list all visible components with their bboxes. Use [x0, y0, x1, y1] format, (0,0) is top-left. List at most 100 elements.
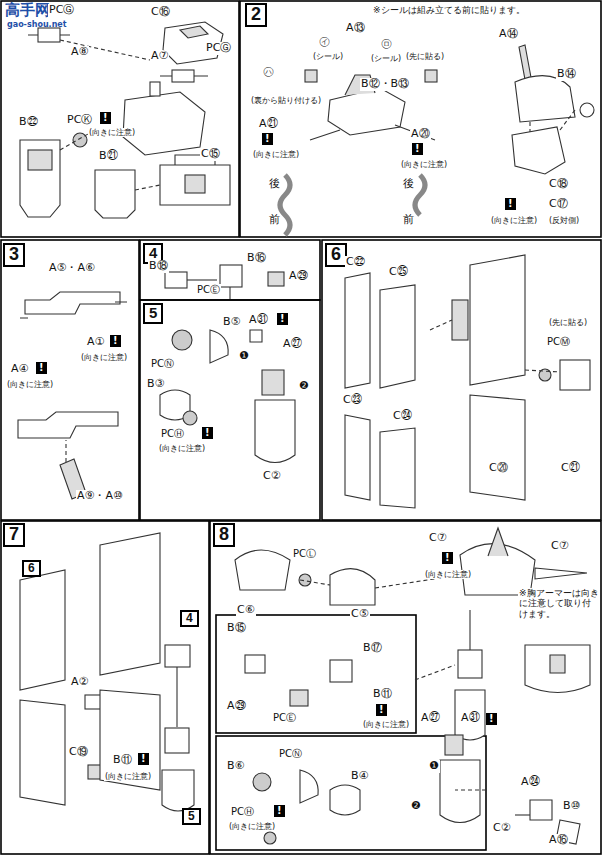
caution-mark: ! [277, 313, 288, 325]
part-label: PCⒺ [196, 284, 221, 296]
part-label: C⑦ [550, 540, 570, 553]
step-number: 6 [325, 243, 347, 267]
caution-mark: ! [412, 143, 423, 155]
part-label: B⑥ [226, 760, 245, 773]
part-label: C⑲ [68, 746, 89, 759]
part-label: B⑫・B⑬ [360, 78, 410, 91]
caution-text: (向きに注意) [158, 444, 206, 453]
caution-text: (シール) [312, 52, 344, 61]
part-label: C㉔ [392, 410, 413, 423]
caution-text: (先に貼る) [548, 318, 588, 327]
caution-text: (裏から貼り付ける) [250, 96, 322, 105]
part-label: A㉛ [460, 712, 481, 725]
part-label: A④ [10, 363, 29, 376]
caution-text: (向きに注意) [252, 150, 300, 159]
caution-text: (向きに注意) [228, 822, 276, 831]
step-number: 4 [180, 610, 199, 627]
part-label: A② [70, 676, 89, 689]
part-label: B⑤ [222, 316, 241, 329]
step-number: 6 [22, 560, 41, 577]
watermark: 高手网 [4, 2, 51, 19]
part-label: B㉒ [18, 116, 39, 129]
caution-text: (向きに注意) [362, 720, 410, 729]
part-label: A㉗ [420, 712, 441, 725]
part-label: A㉔ [520, 776, 541, 789]
part-label: A⑭ [498, 28, 519, 41]
caution-text: ※シールは組み立てる前に貼ります。 [372, 5, 526, 15]
step-number: 8 [213, 523, 235, 547]
part-label: B⑯ [246, 252, 267, 265]
caution-text: (向きに注意) [6, 380, 54, 389]
part-label: ㋺ [380, 38, 393, 51]
caution-mark: ! [202, 427, 213, 439]
caution-mark: ! [262, 133, 273, 145]
part-label: C㉓ [342, 394, 363, 407]
caution-mark: ! [110, 335, 121, 347]
part-label: B④ [350, 770, 369, 783]
part-label: A㉙ [288, 270, 309, 283]
part-label: 前 [402, 214, 415, 227]
part-label: 後 [268, 178, 281, 191]
part-label: A⑤・A⑥ [48, 262, 96, 275]
part-label: 前 [268, 214, 281, 227]
part-label: B⑮ [226, 622, 247, 635]
part-label: C⑰ [548, 198, 569, 211]
part-label: PCⓂ [546, 336, 571, 348]
part-label: A㉑ [258, 118, 279, 131]
part-label: C⑦ [428, 532, 448, 545]
part-label: B⑭ [556, 68, 577, 81]
part-label: C⑥ [236, 604, 256, 617]
part-label: B③ [146, 378, 165, 391]
caution-mark: ! [138, 753, 149, 765]
part-label: ㋩ [262, 66, 275, 79]
caution-mark: ! [505, 198, 516, 210]
caution-mark: ! [100, 112, 111, 124]
part-label: PCⓀ [66, 114, 93, 127]
step-number: 5 [182, 808, 201, 825]
caution-mark: ! [442, 552, 453, 564]
part-label: C② [492, 822, 512, 835]
step-number: 5 [143, 303, 163, 324]
part-label: A⑬ [345, 22, 366, 35]
caution-mark: ! [274, 805, 285, 817]
part-label: ❷ [410, 800, 422, 813]
part-label: A㉙ [226, 700, 247, 713]
part-label: C㉒ [345, 256, 366, 269]
part-label: B⑩ [562, 800, 581, 813]
caution-text: (向きに注意) [104, 772, 152, 781]
part-label: ❶ [428, 760, 440, 773]
part-label: C⑤ [350, 608, 370, 621]
caution-mark: ! [376, 704, 387, 716]
part-label: B⑱ [148, 260, 169, 273]
part-label: C⑯ [150, 6, 171, 19]
part-label: PCⓁ [292, 548, 317, 560]
caution-mark: ! [36, 362, 47, 374]
parts-drawing [18, 22, 594, 844]
caution-text: (先に貼る) [405, 52, 445, 61]
part-label: A⑳ [410, 128, 431, 141]
part-label: C⑮ [200, 148, 221, 161]
part-label: ㋑ [318, 36, 331, 49]
caution-text: (反対側) [548, 216, 580, 225]
part-label: PCⓃ [150, 358, 175, 370]
part-label: PCⒺ [272, 712, 297, 724]
part-label: PCⒽ [160, 428, 185, 440]
part-label: PCⒼ [48, 4, 75, 17]
part-label: C⑳ [488, 462, 509, 475]
part-label: 後 [402, 178, 415, 191]
caution-text: (シール) [370, 54, 402, 63]
step-number: 3 [3, 243, 25, 267]
part-label: A⑧ [70, 46, 89, 59]
part-label: A⑨・A⑩ [76, 490, 124, 503]
part-label: B⑰ [362, 642, 383, 655]
step-number: 7 [3, 523, 25, 547]
caution-text: (向きに注意) [88, 128, 136, 137]
caution-text: (向きに注意) [400, 160, 448, 169]
part-label: ❷ [298, 380, 310, 393]
part-label: C② [262, 470, 282, 483]
part-label: ❶ [238, 350, 250, 363]
part-label: C㉕ [388, 266, 409, 279]
part-label: B㉑ [98, 150, 119, 163]
